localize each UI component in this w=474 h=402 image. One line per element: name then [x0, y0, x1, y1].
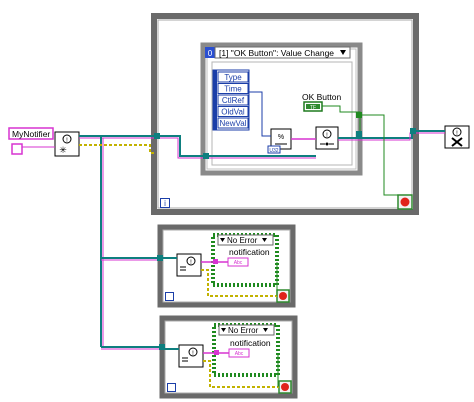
loop-1-info-label: i — [164, 199, 166, 208]
svg-text:Abc: Abc — [235, 351, 244, 357]
notification-label-2: notification — [230, 338, 271, 348]
svg-text:%: % — [278, 134, 284, 141]
event-data-item — [217, 117, 249, 129]
svg-text:!: ! — [192, 351, 194, 357]
svg-text:!: ! — [456, 131, 458, 137]
obtain-notifier-function[interactable]: ! ✳ — [54, 131, 80, 157]
svg-text:✳: ✳ — [59, 145, 67, 155]
ok-button-label: OK Button — [302, 92, 341, 102]
send-notification-function[interactable]: ! — [315, 126, 339, 150]
case-selector-2-label: No Error — [228, 326, 259, 335]
case-structure-2[interactable]: No Error notification Abc — [212, 323, 280, 377]
event-data-item — [217, 94, 249, 106]
wait-on-notification-function-2[interactable]: ! — [178, 344, 204, 368]
svg-text:!: ! — [66, 138, 68, 144]
event-index-label: 0 — [208, 49, 213, 58]
chevron-left-icon — [220, 238, 225, 242]
chevron-down-icon — [340, 50, 346, 55]
notification-label-1: notification — [229, 247, 270, 257]
event-data-item — [217, 71, 249, 83]
loop-3-stop-terminal[interactable] — [278, 380, 292, 394]
event-data-item-label: OldVal — [221, 108, 245, 117]
case-selector-1-label: No Error — [227, 236, 258, 245]
loop-2-info-icon — [165, 292, 174, 301]
event-data-item-label: Time — [224, 85, 242, 94]
event-data-item — [217, 83, 249, 94]
chevron-down-icon — [263, 328, 268, 332]
u32-constant: U32 — [267, 145, 281, 154]
event-data-item-label: Type — [224, 73, 242, 82]
svg-text:!: ! — [326, 133, 328, 139]
ok-button-terminal[interactable]: TF — [303, 101, 323, 112]
ok-button-value: TF — [310, 105, 316, 111]
event-data-item-label: CtlRef — [222, 96, 245, 105]
loop-2-stop-terminal[interactable] — [276, 289, 290, 303]
wait-on-notification-function-1[interactable]: ! — [176, 253, 202, 277]
release-notifier-function[interactable]: ! — [444, 125, 470, 149]
mynotifier-label: MyNotifier — [12, 129, 50, 139]
event-data-item-label: NewVal — [220, 119, 247, 128]
event-selector[interactable]: 0 [1] "OK Button": Value Change — [205, 46, 351, 59]
case-structure-1[interactable]: No Error notification Abc — [211, 233, 279, 287]
chevron-left-icon — [221, 328, 226, 332]
tunnels — [154, 112, 416, 355]
event-selector-label: [1] "OK Button": Value Change — [219, 48, 334, 58]
svg-text:U32: U32 — [269, 148, 278, 154]
svg-text:Abc: Abc — [234, 260, 243, 266]
svg-text:!: ! — [190, 260, 192, 266]
mynotifier-constant[interactable]: MyNotifier — [8, 127, 55, 155]
loop-1-stop-terminal[interactable] — [397, 194, 413, 210]
loop-3-info-icon — [167, 383, 176, 392]
event-data-item — [217, 106, 249, 117]
chevron-down-icon — [262, 238, 267, 242]
loop-1-info-icon: i — [160, 198, 170, 208]
wires — [79, 91, 445, 388]
format-time-function[interactable]: % — [270, 128, 292, 150]
